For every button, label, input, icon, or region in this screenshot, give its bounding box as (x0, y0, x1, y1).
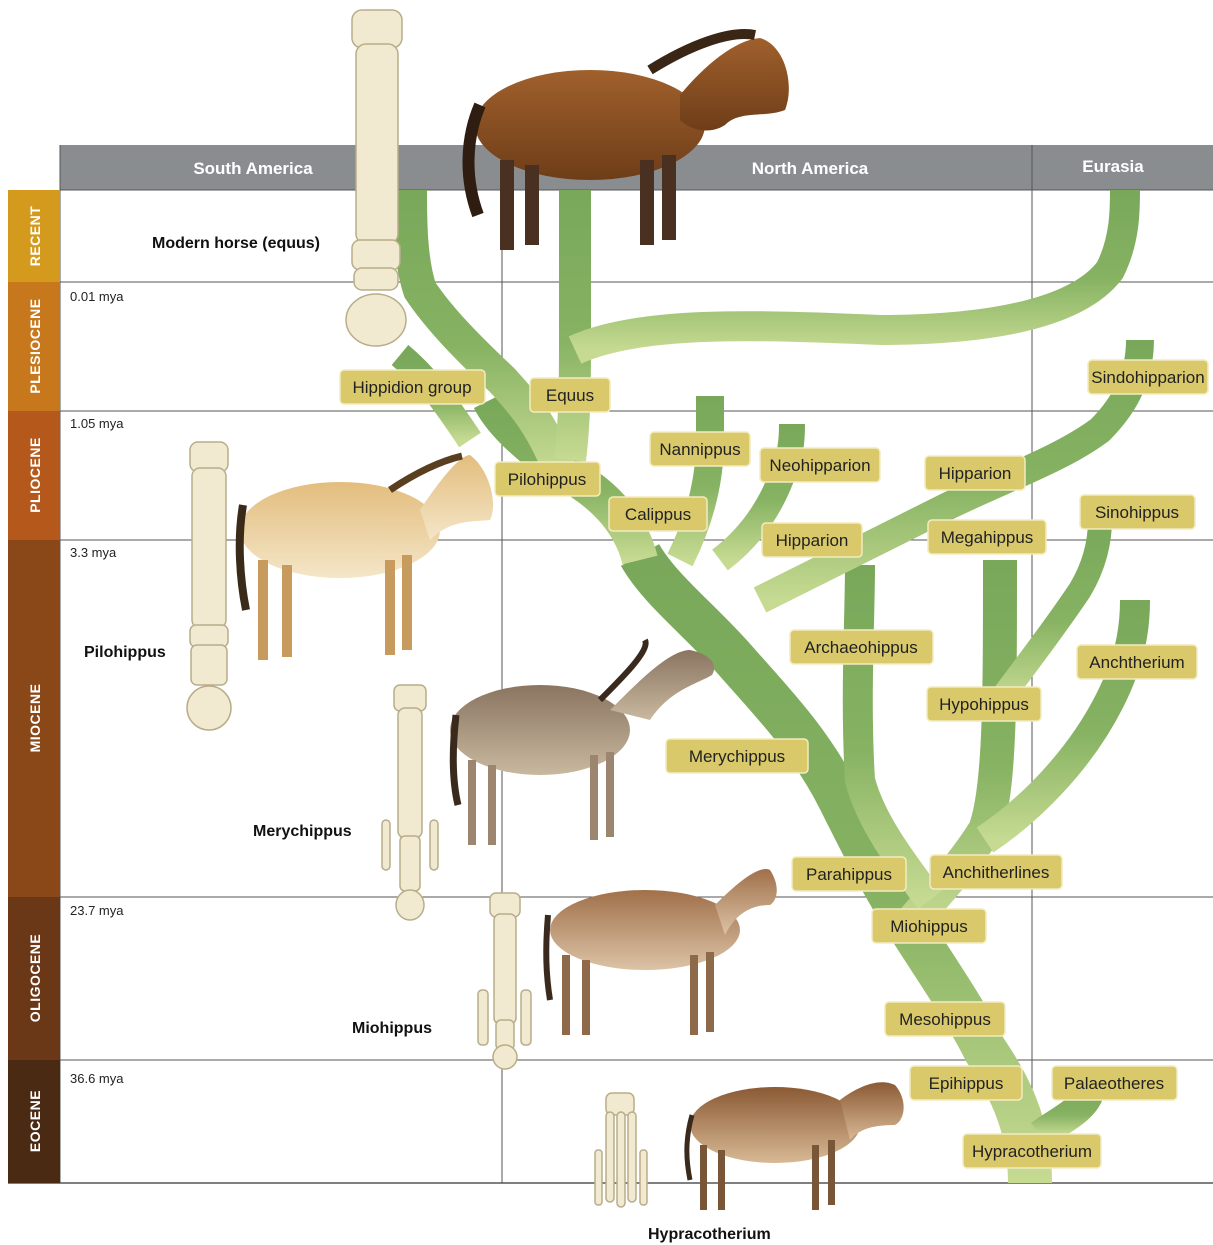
svg-text:Epihippus: Epihippus (929, 1074, 1004, 1093)
genus-label-anchitherlines: Anchitherlines (930, 855, 1062, 889)
region-south-america: South America (193, 159, 313, 178)
genus-label-hypohippus: Hypohippus (927, 687, 1041, 721)
genus-label-hipparion: Hipparion (762, 523, 862, 557)
genus-label-pilohippus: Pilohippus (495, 462, 600, 496)
epoch-label-miocene: MIOCENE (27, 684, 43, 753)
genus-label-megahippus: Megahippus (928, 520, 1046, 554)
time-marker: 23.7 mya (70, 903, 124, 918)
svg-text:Hipparion: Hipparion (776, 531, 849, 550)
svg-text:Parahippus: Parahippus (806, 865, 892, 884)
svg-text:Mesohippus: Mesohippus (899, 1010, 991, 1029)
genus-label-neohipparion: Neohipparion (760, 448, 880, 482)
time-marker: 36.6 mya (70, 1071, 124, 1086)
region-north-america: North America (752, 159, 869, 178)
horse-illustration-equus (468, 34, 788, 250)
epoch-label-eocene: EOCENE (27, 1090, 43, 1152)
svg-text:Hypracotherium: Hypracotherium (972, 1142, 1092, 1161)
time-marker: 0.01 mya (70, 289, 124, 304)
foot-bone-hypracotherium (595, 1093, 647, 1207)
svg-text:Sindohipparion: Sindohipparion (1091, 368, 1204, 387)
genus-label-parahippus: Parahippus (792, 857, 906, 891)
genus-label-hipparion: Hipparion (925, 456, 1025, 490)
horse-illustration-pilohippus (240, 455, 493, 660)
svg-text:Anchitherlines: Anchitherlines (943, 863, 1050, 882)
time-marker: 3.3 mya (70, 545, 117, 560)
animal-label-merychippus: Merychippus (253, 823, 352, 840)
svg-text:Pilohippus: Pilohippus (508, 470, 586, 489)
svg-text:Archaeohippus: Archaeohippus (804, 638, 917, 657)
genus-label-palaeotheres: Palaeotheres (1052, 1066, 1177, 1100)
genus-label-miohippus: Miohippus (872, 909, 986, 943)
animal-label-miohippus: Miohippus (352, 1020, 432, 1037)
genus-label-anchtherium: Anchtherium (1077, 645, 1197, 679)
genus-label-mesohippus: Mesohippus (885, 1002, 1005, 1036)
svg-text:Nannippus: Nannippus (659, 440, 740, 459)
svg-text:Hypohippus: Hypohippus (939, 695, 1029, 714)
genus-label-epihippus: Epihippus (910, 1066, 1022, 1100)
svg-text:Calippus: Calippus (625, 505, 691, 524)
epoch-label-plesiocene: PLESIOCENE (27, 298, 43, 393)
epoch-label-oligocene: OLIGOCENE (27, 934, 43, 1023)
svg-text:Hipparion: Hipparion (939, 464, 1012, 483)
epoch-column: RECENT PLESIOCENE PLIOCENE MIOCENE OLIGO… (8, 190, 60, 1183)
foot-bone-miohippus (478, 893, 531, 1069)
svg-text:Sinohippus: Sinohippus (1095, 503, 1179, 522)
svg-text:Megahippus: Megahippus (941, 528, 1034, 547)
animal-label-pilohippus: Pilohippus (84, 644, 166, 661)
genus-label-hippidion-group: Hippidion group (340, 370, 485, 404)
genus-label-hypracotherium: Hypracotherium (963, 1134, 1101, 1168)
svg-text:Hippidion group: Hippidion group (352, 378, 471, 397)
horse-illustration-miohippus (546, 869, 777, 1035)
genus-label-sinohippus: Sinohippus (1080, 495, 1195, 529)
genus-label-nannippus: Nannippus (650, 432, 750, 466)
genus-label-merychippus: Merychippus (666, 739, 808, 773)
svg-text:Miohippus: Miohippus (890, 917, 968, 936)
time-marker: 1.05 mya (70, 416, 124, 431)
genus-label-equus: Equus (530, 378, 610, 412)
animal-label-hypracotherium: Hypracotherium (648, 1226, 771, 1243)
svg-text:Anchtherium: Anchtherium (1089, 653, 1184, 672)
svg-text:Equus: Equus (546, 386, 594, 405)
region-eurasia: Eurasia (1082, 157, 1144, 176)
epoch-label-recent: RECENT (27, 206, 43, 267)
foot-bone-pilohippus (187, 442, 231, 730)
epoch-label-pliocene: PLIOCENE (27, 437, 43, 513)
genus-label-sindohipparion: Sindohipparion (1088, 360, 1208, 394)
svg-text:Palaeotheres: Palaeotheres (1064, 1074, 1164, 1093)
genus-label-archaeohippus: Archaeohippus (790, 630, 933, 664)
animal-label-modern-horse: Modern horse (equus) (152, 235, 320, 252)
svg-text:Neohipparion: Neohipparion (769, 456, 870, 475)
svg-text:Merychippus: Merychippus (689, 747, 785, 766)
genus-label-calippus: Calippus (609, 497, 707, 531)
horse-illustration-hypracotherium (687, 1082, 904, 1210)
foot-bone-merychippus (382, 685, 438, 920)
